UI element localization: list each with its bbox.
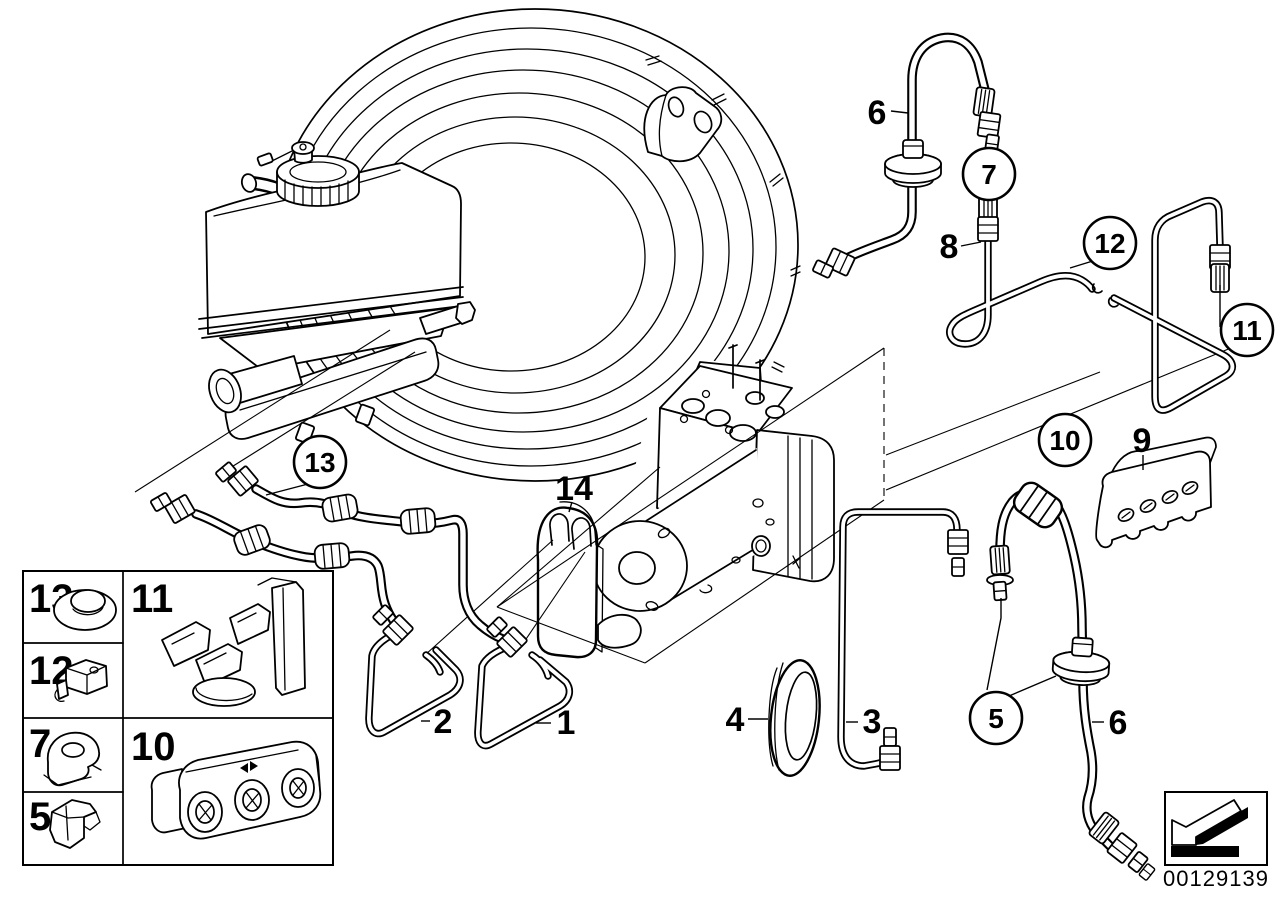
brake-pipe-11 <box>1107 201 1233 411</box>
reservoir-cap <box>276 155 360 207</box>
label-3: 3 <box>863 703 882 741</box>
fluid-reservoir <box>198 141 464 371</box>
bracket-5-glyph <box>49 799 97 849</box>
reservoir-level-sensor <box>256 141 315 167</box>
legend-cell-5: 5 <box>29 795 101 849</box>
image-number: 00129139 <box>1163 866 1269 891</box>
label-4: 4 <box>726 701 745 739</box>
callout-12: 12 <box>1082 215 1138 271</box>
grommet-4 <box>768 659 821 777</box>
callout-5: 5 <box>968 690 1024 746</box>
legend-cell-13: 13 <box>29 577 117 631</box>
legend-cell-7: 7 <box>29 722 102 787</box>
legend-10-label: 10 <box>131 725 176 769</box>
label-2: 2 <box>434 703 453 741</box>
callout-10: 10 <box>1037 412 1093 468</box>
abs-solenoid-domes <box>679 389 785 442</box>
callout-10-label: 10 <box>1049 425 1080 456</box>
label-6-top: 6 <box>868 94 887 132</box>
legend-5-label: 5 <box>29 795 51 839</box>
legend-cell-12: 12 <box>29 649 108 702</box>
label-6-bottom: 6 <box>1109 704 1128 742</box>
holder-11-glyph <box>161 577 306 707</box>
legend-7-label: 7 <box>29 722 51 766</box>
label-1: 1 <box>557 704 576 742</box>
label-14: 14 <box>555 470 593 508</box>
brake-pipe-8-12 <box>950 238 1103 344</box>
brake-pipe-3 <box>841 512 969 771</box>
construction-lines <box>134 329 1244 664</box>
abs-hydraulic-unit <box>592 344 835 620</box>
label-9: 9 <box>1133 422 1152 460</box>
callout-11: 11 <box>1219 302 1275 358</box>
holder-10-glyph <box>150 740 322 840</box>
callout-13-label: 13 <box>304 447 335 478</box>
abs-pump-motor <box>592 448 760 612</box>
callout-5-label: 5 <box>988 703 1004 734</box>
legend-11-label: 11 <box>131 577 173 621</box>
label-8: 8 <box>940 228 959 266</box>
bracket-9 <box>1095 436 1217 549</box>
callout-13: 13 <box>292 434 348 490</box>
callout-11-label: 11 <box>1232 315 1262 346</box>
brake-hose-6-bottom <box>986 477 1156 882</box>
booster-mount-tab <box>643 86 723 163</box>
3d-left-arrow-icon <box>1171 799 1248 857</box>
legend-inset: 13 12 7 5 11 <box>22 570 334 866</box>
bracket-9-holes <box>1117 481 1199 522</box>
callout-leaders <box>265 110 1221 724</box>
callout-7: 7 <box>961 146 1017 202</box>
legend-cell-11: 11 <box>131 577 306 707</box>
master-cylinder <box>208 301 476 445</box>
callout-12-label: 12 <box>1094 228 1125 259</box>
callout-7-label: 7 <box>981 159 997 190</box>
heat-shield-14 <box>536 501 642 659</box>
image-number-box: 00129139 <box>1163 791 1269 891</box>
legend-cell-10: 10 <box>131 725 322 840</box>
